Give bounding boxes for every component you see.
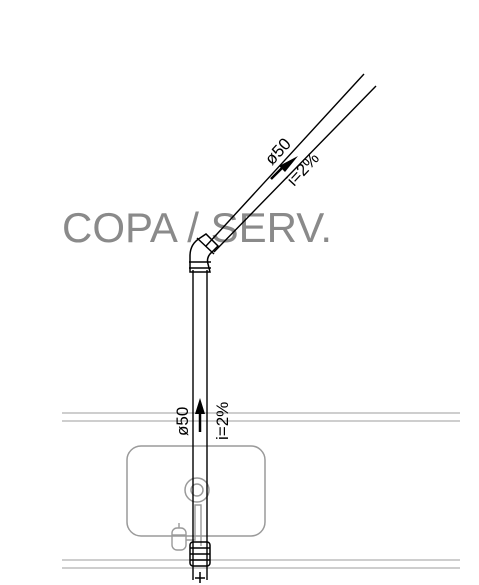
counter-wall-bottom bbox=[62, 559, 460, 569]
diagonal-pipe bbox=[205, 73, 377, 253]
vertical-pipe bbox=[192, 270, 208, 580]
room-label: COPA / SERV. bbox=[62, 204, 332, 251]
pipe-slope-label: i=2% bbox=[213, 402, 232, 440]
washbasin-icon bbox=[126, 445, 266, 537]
flow-arrow-icon bbox=[195, 398, 205, 414]
elbow-fitting bbox=[189, 233, 220, 273]
flow-arrow-shaft-diagonal bbox=[270, 165, 285, 180]
drain-icon bbox=[184, 477, 210, 503]
counter-wall-top bbox=[62, 412, 460, 422]
trap-fitting bbox=[171, 504, 202, 551]
bottom-coupling bbox=[189, 541, 211, 583]
pipe-diameter-label: ø50 bbox=[173, 407, 192, 436]
